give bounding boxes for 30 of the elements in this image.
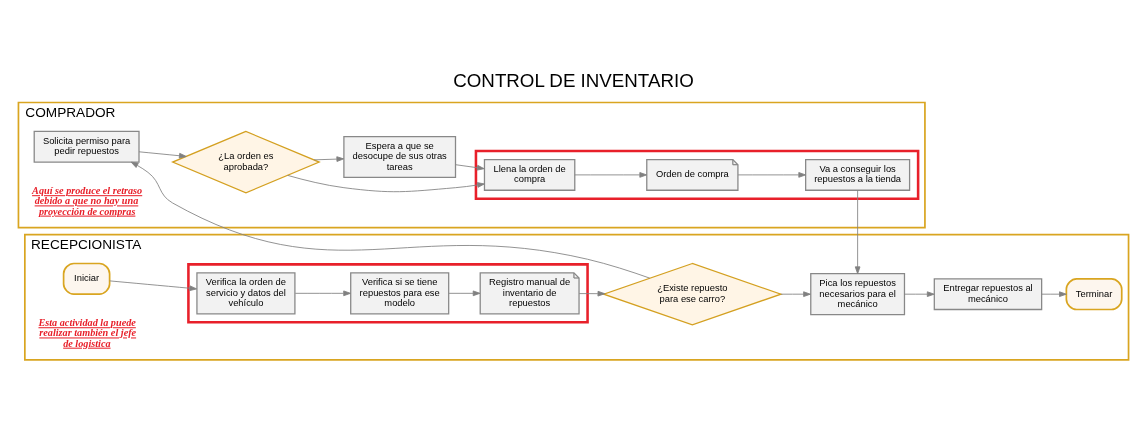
label: Esta actividad la puede realizar también el jefe de logistica — [38, 316, 137, 349]
arrow — [854, 189, 861, 274]
arrow — [130, 161, 651, 279]
arrow — [1041, 290, 1067, 297]
arrow — [313, 155, 345, 162]
node-box: Llena la orden de compra — [483, 158, 576, 191]
label: Aquí se produce el retraso debido a que no hay una proyección de compras — [32, 184, 143, 217]
node-diamond: ¿Existe repuesto para ese carro? — [601, 262, 783, 326]
arrow — [455, 163, 485, 171]
node-box: Iniciar — [62, 262, 111, 295]
arrow — [574, 171, 648, 178]
node-box: Va a conseguir los repuestos a la tienda — [805, 158, 911, 191]
node-box: Espera a que se desocupe de sus otras tareas — [343, 135, 457, 178]
arrow — [578, 290, 606, 296]
node-box: Verifica si se tiene repuestos para ese modelo — [350, 271, 450, 314]
arrow — [904, 290, 935, 297]
arrow — [294, 290, 351, 296]
arrow — [448, 290, 481, 296]
node-box: Terminar — [1065, 277, 1123, 310]
arrow — [737, 171, 807, 178]
node-diamond: ¿La orden es aprobada? — [171, 130, 321, 193]
arrow — [109, 279, 198, 291]
diagram-title: CONTROL DE INVENTARIO — [453, 69, 694, 91]
node-box: Solicita permiso para pedir repuestos — [33, 130, 140, 163]
arrow — [287, 174, 485, 192]
arrow — [138, 150, 187, 159]
node-box: Pica los repuestos necesarios para el mecánico — [810, 272, 906, 315]
arrow — [780, 290, 811, 297]
node-box: Entregar repuestos al mecánico — [933, 277, 1043, 310]
node-box: Verifica la orden de servicio y datos del vehículo — [196, 271, 296, 314]
